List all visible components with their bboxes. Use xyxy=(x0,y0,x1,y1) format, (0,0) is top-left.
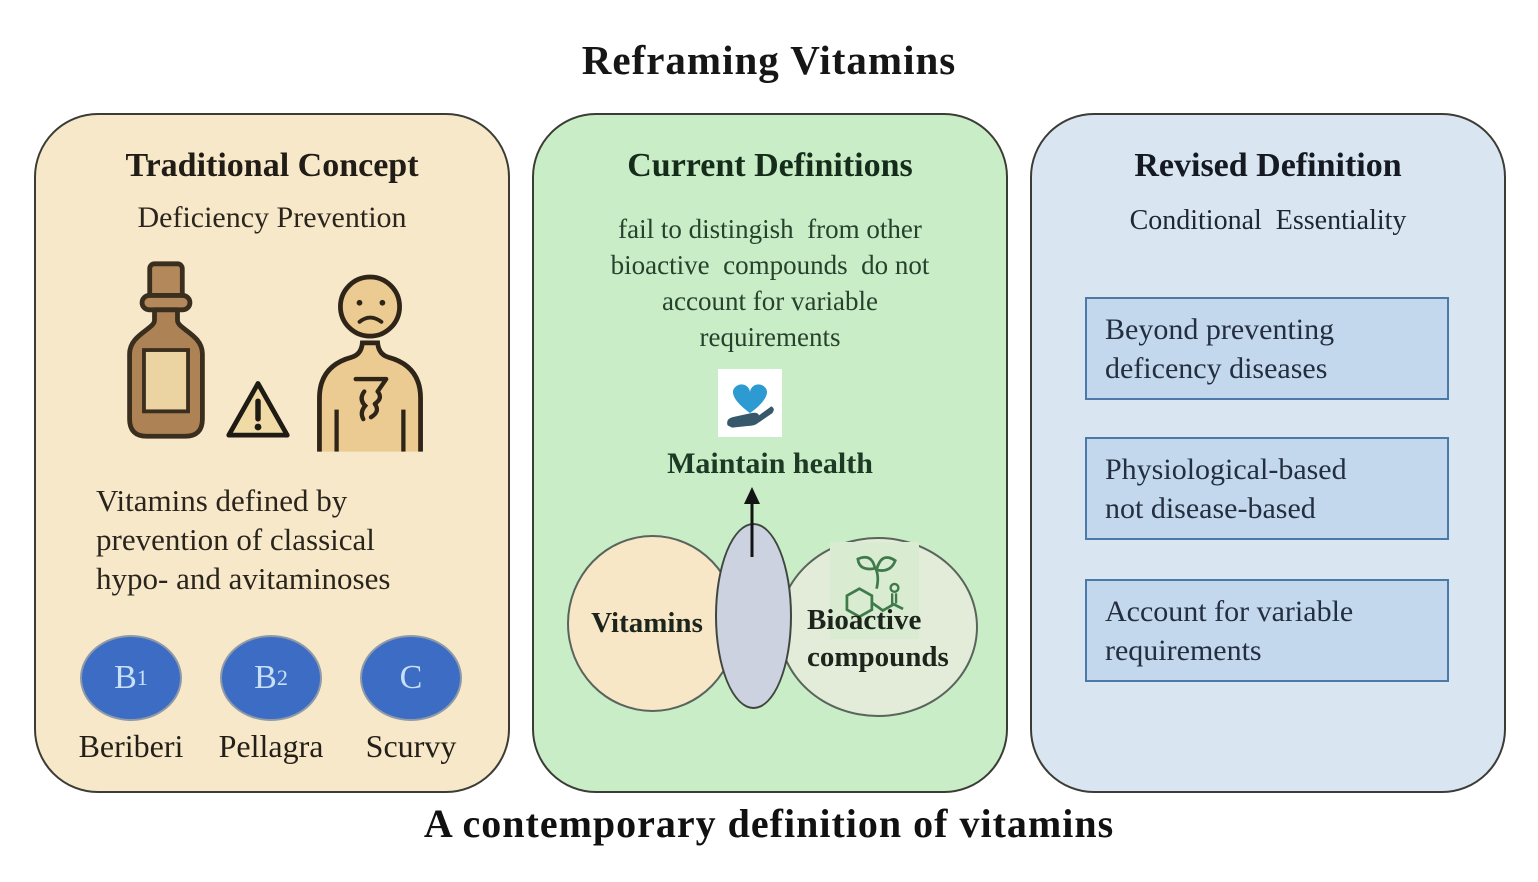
revised-box-physiological: Physiological-based not disease-based xyxy=(1085,437,1449,540)
venn-vitamins-label: Vitamins xyxy=(591,607,703,639)
current-description-line: fail to distingish from other xyxy=(618,214,922,244)
disease-label-pellagra: Pellagra xyxy=(218,728,324,764)
warning-triangle-icon xyxy=(226,381,290,438)
current-description: fail to distingish from other bioactive … xyxy=(534,211,1006,355)
panel-traditional-concept: Traditional Concept Deficiency Preventio… xyxy=(34,113,510,793)
vitamin-symbol: B xyxy=(114,659,137,696)
traditional-title: Traditional Concept xyxy=(125,147,419,184)
up-arrow-icon xyxy=(744,487,760,557)
traditional-description-line: prevention of classical xyxy=(96,522,375,557)
venn-vitamins-ellipse xyxy=(567,535,738,712)
current-title: Current Definitions xyxy=(627,147,913,184)
revised-box-line: deficency diseases xyxy=(1105,352,1328,385)
vitamin-c-group: C Scurvy xyxy=(341,635,481,765)
revised-box-variable-requirements: Account for variable requirements xyxy=(1085,579,1449,682)
revised-box-line: Account for variable xyxy=(1105,595,1354,628)
figure-caption: A contemporary definition of vitamins xyxy=(423,801,1115,846)
revised-box-line: Beyond preventing xyxy=(1105,313,1335,346)
heart-in-hand-icon xyxy=(718,369,782,437)
revised-title: Revised Definition xyxy=(1134,147,1402,184)
revised-subtitle: Conditional Essentiality xyxy=(1129,205,1407,236)
traditional-description-line: hypo- and avitaminoses xyxy=(96,561,391,596)
traditional-description: Vitamins defined by prevention of classi… xyxy=(96,481,390,598)
vitamin-c-ellipse: C xyxy=(360,635,462,721)
figure-title: Reframing Vitamins xyxy=(581,37,957,83)
current-description-line: bioactive compounds do not xyxy=(610,250,930,280)
traditional-subtitle: Deficiency Prevention xyxy=(137,201,407,234)
disease-label-scurvy: Scurvy xyxy=(365,728,457,764)
revised-box-line: Physiological-based xyxy=(1105,453,1347,486)
current-description-line: requirements xyxy=(699,322,841,352)
molecule-icon xyxy=(830,542,919,639)
revised-box-beyond-preventing: Beyond preventing deficency diseases xyxy=(1085,297,1449,400)
traditional-description-line: Vitamins defined by xyxy=(96,483,348,518)
maintain-health-label: Maintain health xyxy=(667,447,873,480)
medicine-bottle-icon xyxy=(127,261,205,439)
panel-current-definitions: Current Definitions fail to distingish f… xyxy=(532,113,1008,793)
current-description-line: account for variable xyxy=(662,286,878,316)
vitamin-symbol: B xyxy=(254,659,277,696)
revised-box-line: not disease-based xyxy=(1105,492,1316,525)
panel-revised-definition: Revised Definition Conditional Essential… xyxy=(1030,113,1506,793)
vitamin-symbol: C xyxy=(399,659,423,696)
disease-label-beriberi: Beriberi xyxy=(78,728,184,764)
sad-person-icon xyxy=(317,274,423,452)
revised-box-line: requirements xyxy=(1105,634,1262,667)
venn-bioactive-label: Bioactive compounds xyxy=(807,604,949,673)
